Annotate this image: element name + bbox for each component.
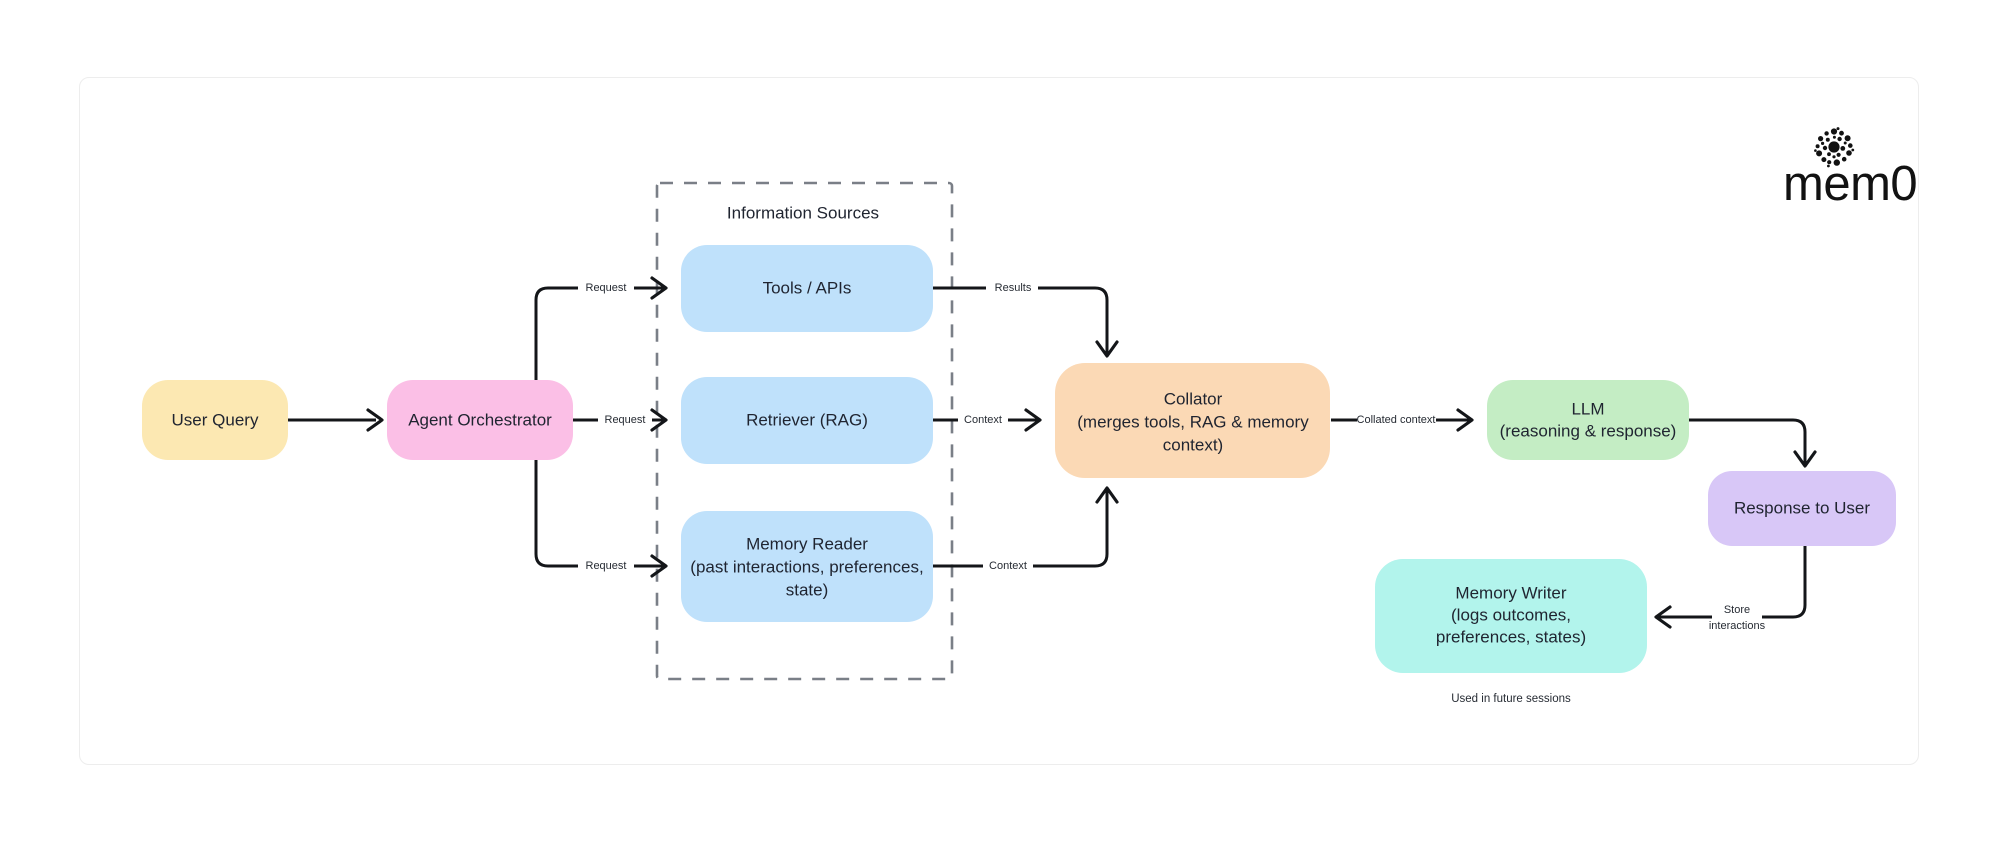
node-collator-label-line2: (merges tools, RAG & memory [1077, 412, 1309, 431]
node-tools-apis[interactable]: Tools / APIs [681, 245, 933, 332]
edge-agent-orchestrator-to-tools-apis: Request [534, 276, 668, 381]
edge-label-results: Results [995, 282, 1032, 294]
mem0-wordmark: mem0 [1783, 157, 1918, 211]
group-information-sources-label: Information Sources [727, 203, 879, 222]
edge-label-context-retriever: Context [964, 414, 1002, 426]
edge-llm-to-response-to-user [1685, 418, 1817, 468]
edge-retriever-rag-to-collator: Context [932, 408, 1042, 432]
edge-collator-to-llm: Collated context [1331, 408, 1474, 432]
node-llm[interactable]: LLM (reasoning & response) [1487, 380, 1689, 460]
node-memory-writer-label-line3: preferences, states) [1436, 627, 1586, 646]
node-retriever-rag[interactable]: Retriever (RAG) [681, 377, 933, 464]
node-memory-reader[interactable]: Memory Reader (past interactions, prefer… [681, 511, 933, 622]
edge-user-query-to-agent-orchestrator [288, 408, 384, 432]
edge-memory-reader-to-collator: Context [932, 486, 1119, 572]
edge-response-to-user-to-memory-writer: Store interactions [1654, 546, 1807, 632]
edge-label-request-memory-reader: Request [586, 560, 627, 572]
group-information-sources [655, 181, 954, 681]
node-collator-label-line3: context) [1163, 435, 1223, 454]
node-memory-reader-label-line1: Memory Reader [746, 534, 868, 553]
node-memory-writer-label-line1: Memory Writer [1455, 583, 1566, 602]
edge-label-request-tools: Request [586, 282, 627, 294]
node-retriever-rag-label: Retriever (RAG) [746, 410, 868, 429]
node-tools-apis-label: Tools / APIs [763, 278, 852, 297]
node-agent-orchestrator[interactable]: Agent Orchestrator [387, 380, 573, 460]
node-memory-writer-label-line2: (logs outcomes, [1451, 605, 1571, 624]
node-memory-writer[interactable]: Memory Writer (logs outcomes, preference… [1375, 559, 1647, 673]
node-user-query[interactable]: User Query [142, 380, 288, 460]
edge-agent-orchestrator-to-memory-reader: Request [534, 459, 668, 578]
node-response-to-user[interactable]: Response to User [1708, 471, 1896, 546]
note-used-in-future-sessions: Used in future sessions [1451, 693, 1571, 705]
node-user-query-label: User Query [172, 410, 259, 429]
edge-label-context-memory-reader: Context [989, 560, 1027, 572]
node-memory-reader-label-line2: (past interactions, preferences, [690, 557, 923, 576]
edge-label-store-line1: Store [1724, 604, 1750, 616]
node-response-to-user-label: Response to User [1734, 498, 1870, 517]
node-llm-label-line1: LLM [1571, 399, 1604, 418]
node-collator[interactable]: Collator (merges tools, RAG & memory con… [1055, 363, 1330, 478]
edge-label-store-line2: interactions [1709, 620, 1766, 632]
edge-tools-apis-to-collator: Results [932, 282, 1119, 358]
node-collator-label-line1: Collator [1164, 389, 1223, 408]
mem0-dots-logo-icon [1805, 118, 1863, 176]
edge-agent-orchestrator-to-retriever-rag: Request [572, 408, 668, 432]
node-memory-reader-label-line3: state) [786, 580, 829, 599]
node-agent-orchestrator-label: Agent Orchestrator [408, 410, 552, 429]
edge-label-collated-context: Collated context [1357, 414, 1436, 426]
node-llm-label-line2: (reasoning & response) [1500, 421, 1677, 440]
edge-label-request-retriever: Request [605, 414, 646, 426]
